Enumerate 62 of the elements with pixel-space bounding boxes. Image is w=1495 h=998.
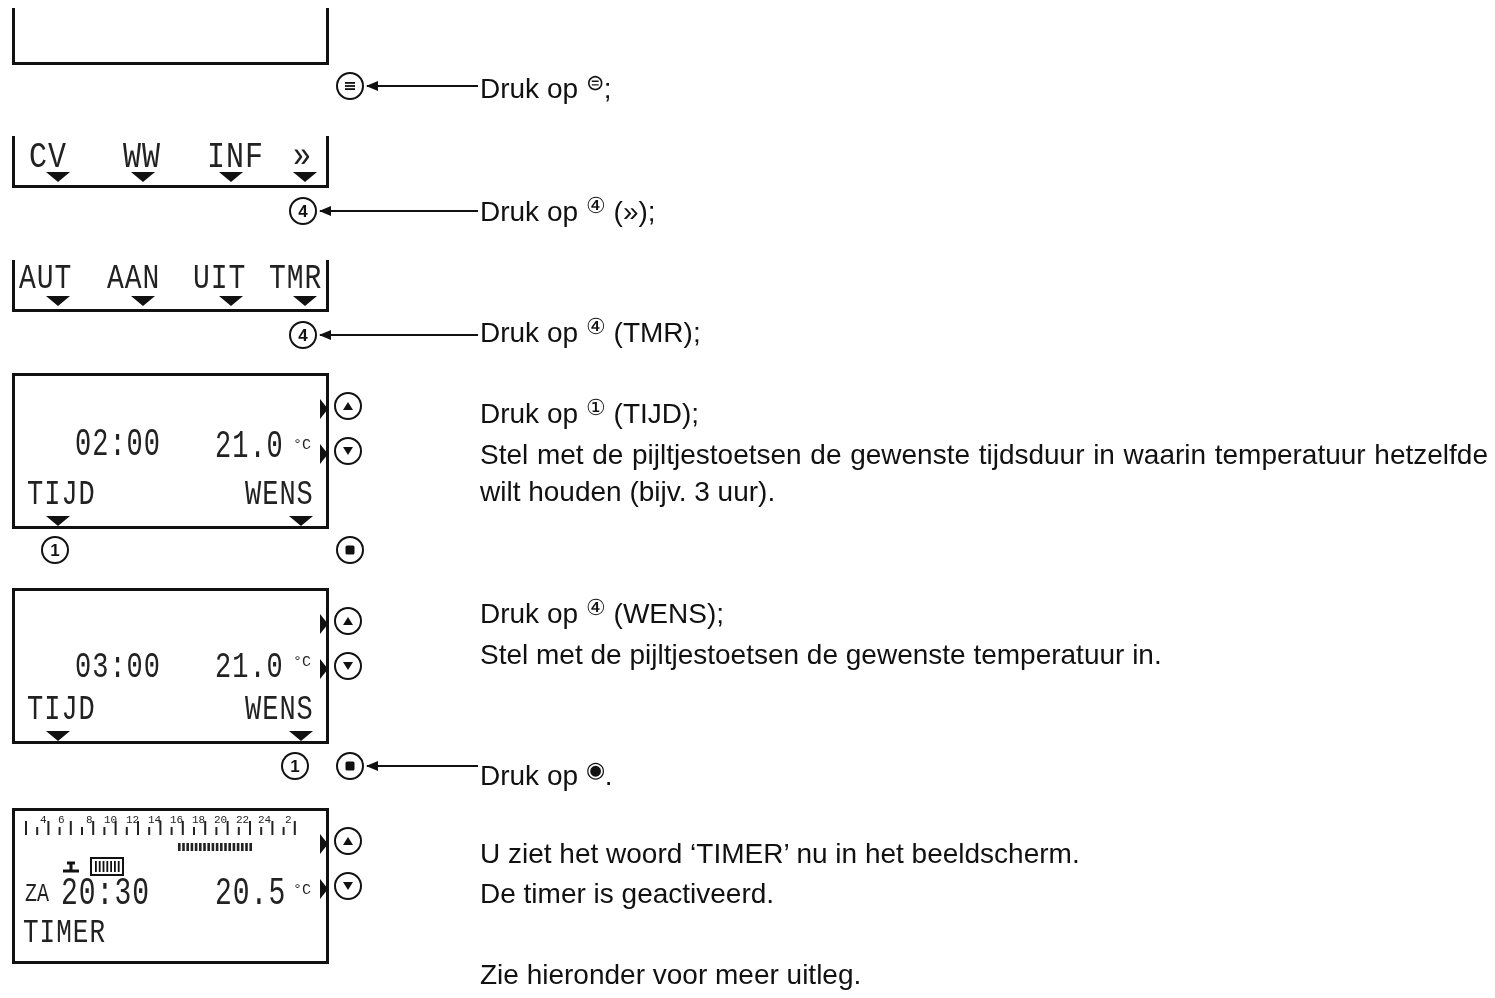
number-button: 1: [41, 536, 69, 564]
stop-button-icon: [336, 752, 364, 780]
lcd-screen: [12, 588, 329, 744]
lcd-text: TMR: [269, 262, 323, 297]
instruction-paragraph: Stel met de pijltjestoetsen de gewenste tijdsduur in waarin temperatuur hetzelfde wilt houden (bijv. 3 uur).: [480, 438, 1488, 509]
lcd-screen: [12, 373, 329, 529]
number-button: 1: [281, 752, 309, 780]
lcd-text: 22: [236, 815, 250, 826]
instruction-text: Stel met de pijltjestoetsen de gewenste temperatuur in.: [480, 638, 1162, 672]
lcd-text: UIT: [193, 262, 247, 297]
lcd-text: 6: [58, 815, 65, 826]
lcd-screen: [12, 8, 329, 65]
lcd-text: INF: [207, 138, 264, 176]
lcd-text: TIMER: [23, 916, 106, 950]
lcd-screen: [12, 260, 329, 312]
lcd-text: 21.0: [215, 428, 284, 468]
lcd-text: 21.0: [215, 649, 284, 687]
lcd-text: 24: [258, 815, 272, 826]
lcd-text: °C: [293, 883, 311, 898]
lcd-text: TIJD: [27, 693, 96, 729]
lcd-text: 4: [40, 815, 47, 826]
arrow: [319, 330, 479, 340]
lcd-text: 8: [86, 815, 93, 826]
instruction-text: Druk op $^{④}$ (WENS);: [480, 594, 725, 631]
lcd-text: 16: [170, 815, 184, 826]
lcd-text: 2: [285, 815, 292, 826]
lcd-text: 20: [214, 815, 228, 826]
lcd-text: ZA: [25, 881, 49, 907]
instruction-text: Druk op $^{◉}$.: [480, 755, 613, 795]
instruction-text: Druk op $^{④}$ (»);: [480, 191, 656, 231]
lcd-text: °C: [293, 438, 311, 453]
lcd-text: 18: [192, 815, 206, 826]
instruction-text: De timer is geactiveerd.: [480, 877, 775, 911]
lcd-text: AUT: [19, 262, 73, 297]
lcd-text: TIJD: [27, 478, 96, 514]
instruction-text: Druk op $^{④}$ (TMR);: [480, 312, 701, 352]
lcd-text: °C: [293, 655, 311, 670]
lcd-text: 03:00: [75, 649, 161, 687]
lcd-text: 14: [148, 815, 162, 826]
lcd-text: AAN: [107, 262, 161, 297]
instruction-text: U ziet het woord ‘TIMER’ nu in het beeldscherm.: [480, 837, 1080, 871]
number-button: 4: [289, 321, 317, 349]
arrow: [319, 206, 479, 216]
lcd-text: 20.5: [215, 875, 287, 915]
lcd-text: WW: [123, 138, 161, 176]
menu-button-icon: [336, 72, 364, 100]
lcd-text: 12: [126, 815, 140, 826]
lcd-screen: [12, 136, 329, 188]
lcd-text: 10: [104, 815, 118, 826]
arrow: [366, 81, 479, 91]
instruction-text: Druk op $^{⊜}$;: [480, 68, 612, 108]
arrow: [366, 761, 479, 771]
lcd-text: CV: [29, 138, 67, 176]
lcd-text: »: [293, 138, 312, 176]
lcd-text: 02:00: [75, 426, 161, 466]
instruction-text: Druk op $^{①}$ (TIJD);: [480, 394, 700, 431]
number-button: 4: [289, 197, 317, 225]
lcd-text: WENS: [245, 693, 314, 729]
instruction-text: Zie hieronder voor meer uitleg.: [480, 958, 862, 992]
lcd-text: WENS: [245, 478, 314, 514]
lcd-text: 20:30: [61, 875, 150, 915]
lcd-screen: [12, 808, 329, 964]
